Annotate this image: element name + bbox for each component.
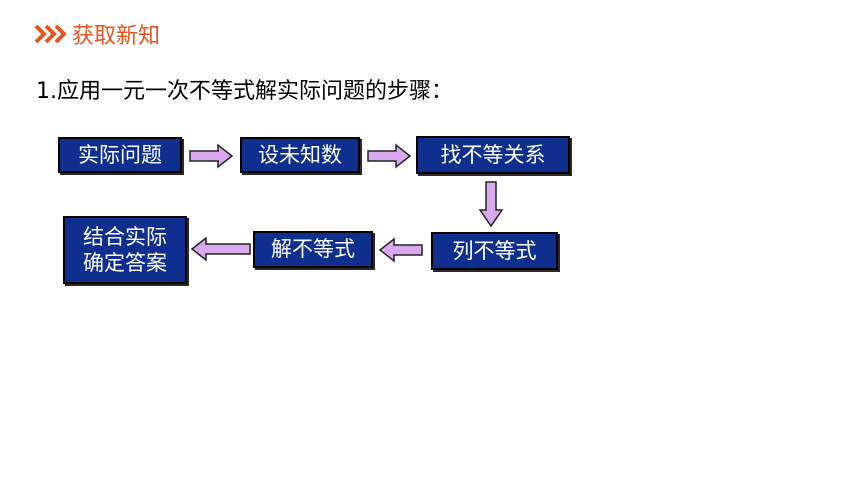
- step-box-actual-problem: 实际问题: [58, 137, 182, 173]
- section-title: 获取新知: [72, 24, 161, 49]
- step-label: 找不等关系: [440, 142, 546, 167]
- left-arrow-icon: [190, 236, 251, 262]
- step-label: 设未知数: [258, 142, 342, 167]
- right-arrow-icon: [367, 143, 412, 169]
- right-arrow-icon: [189, 143, 234, 169]
- down-arrow-icon: [478, 181, 504, 228]
- step-box-write-inequality: 列不等式: [431, 232, 558, 270]
- step-label-line2: 确定答案: [83, 251, 167, 275]
- step-label-line1: 结合实际: [83, 224, 167, 249]
- section-header: 获取新知: [34, 18, 160, 50]
- steps-heading: 1.应用一元一次不等式解实际问题的步骤：: [36, 79, 453, 104]
- double-chevron-icon: [34, 24, 67, 44]
- left-arrow-icon: [378, 237, 423, 263]
- step-label: 实际问题: [78, 142, 162, 167]
- step-box-set-unknown: 设未知数: [240, 137, 360, 173]
- step-label: 列不等式: [452, 238, 537, 263]
- step-box-solve-inequality: 解不等式: [253, 231, 373, 268]
- step-box-determine-answer: 结合实际 确定答案: [63, 216, 187, 284]
- step-label: 解不等式: [271, 237, 355, 262]
- step-box-find-relation: 找不等关系: [416, 136, 570, 174]
